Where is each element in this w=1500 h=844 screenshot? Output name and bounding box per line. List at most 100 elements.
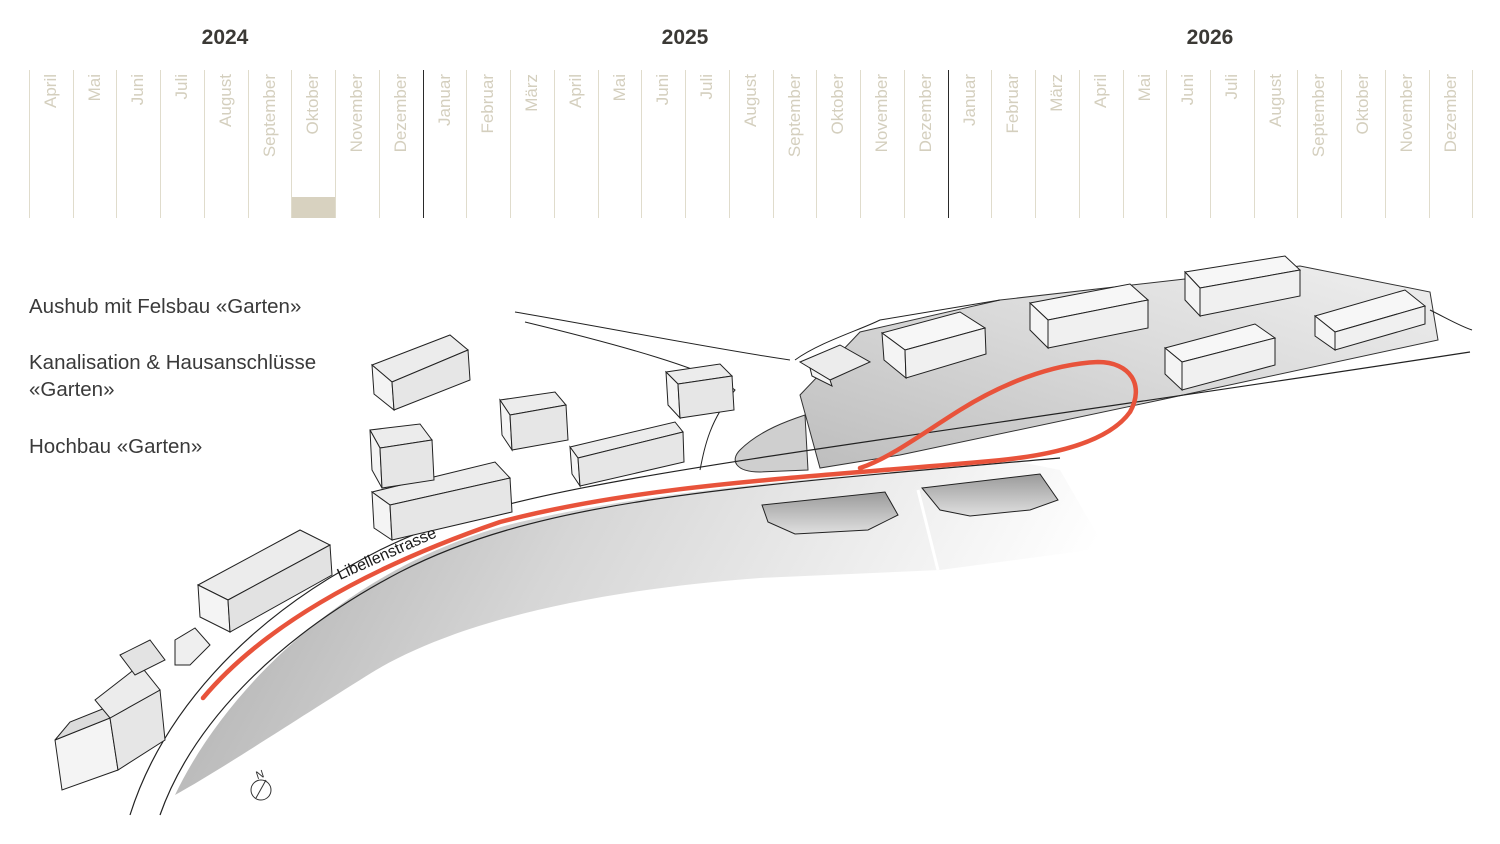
month-divider xyxy=(247,70,249,218)
month-divider xyxy=(860,70,862,218)
month-column: August xyxy=(1254,70,1298,218)
month-label: Juni xyxy=(653,74,673,106)
building-southwest-2 xyxy=(119,627,211,676)
month-column: Juni xyxy=(116,70,160,218)
month-label: September xyxy=(784,74,804,158)
month-column: September xyxy=(248,70,292,218)
month-column: September xyxy=(773,70,817,218)
new-building-4 xyxy=(1163,323,1277,392)
month-label: Dezember xyxy=(915,74,935,153)
month-column: Juli xyxy=(160,70,204,218)
month-label: Dezember xyxy=(390,74,410,153)
month-column: Mai xyxy=(1123,70,1167,218)
route-line xyxy=(200,359,1138,701)
month-label: Februar xyxy=(1003,74,1023,134)
pit-separator xyxy=(916,489,940,571)
month-column: August xyxy=(204,70,248,218)
month-divider xyxy=(1384,70,1386,218)
lawn-area xyxy=(734,414,809,473)
month-label: September xyxy=(259,74,279,158)
month-label: August xyxy=(1265,74,1285,127)
month-label: Mai xyxy=(1134,74,1154,102)
legend-item-kanalisation: Kanalisation & Hausanschlüsse «Garten» xyxy=(29,351,317,401)
month-column: September xyxy=(1297,70,1341,218)
month-column: Oktober xyxy=(291,70,335,218)
month-label: November xyxy=(872,74,892,153)
month-label: Juli xyxy=(697,74,717,100)
month-divider xyxy=(1297,70,1299,218)
new-building-3 xyxy=(1183,255,1302,318)
month-column: Dezember xyxy=(379,70,423,218)
month-column: Juni xyxy=(641,70,685,218)
month-divider xyxy=(553,70,555,218)
month-column: Dezember xyxy=(1429,70,1473,218)
month-divider xyxy=(1341,70,1343,218)
month-divider xyxy=(685,70,687,218)
month-divider xyxy=(116,70,118,218)
buildings xyxy=(54,255,1427,791)
month-label: Januar xyxy=(434,74,454,126)
month-divider xyxy=(1428,70,1430,218)
month-divider xyxy=(728,70,730,218)
legend-item-aushub: Aushub mit Felsbau «Garten» xyxy=(29,295,302,318)
month-column: Januar xyxy=(423,70,467,218)
month-column: Juli xyxy=(685,70,729,218)
month-column: Februar xyxy=(991,70,1035,218)
month-divider xyxy=(597,70,599,218)
month-divider xyxy=(1209,70,1211,218)
month-label: Juli xyxy=(1221,74,1241,100)
pit-west xyxy=(761,491,899,535)
north-arrow-icon: N xyxy=(250,768,272,801)
month-column: März xyxy=(1035,70,1079,218)
month-column: November xyxy=(1385,70,1429,218)
building-central-long xyxy=(370,461,513,541)
month-column: Juli xyxy=(1210,70,1254,218)
month-divider xyxy=(641,70,643,218)
month-divider xyxy=(947,70,949,218)
month-column: Mai xyxy=(598,70,642,218)
month-label: April xyxy=(565,74,585,109)
active-month-bar xyxy=(292,197,336,218)
side-road-1 xyxy=(514,311,791,361)
month-label: Juni xyxy=(1178,74,1198,106)
month-column: August xyxy=(729,70,773,218)
month-column: Mai xyxy=(73,70,117,218)
east-edge xyxy=(1429,309,1473,331)
building-center-small xyxy=(499,391,569,452)
month-divider xyxy=(991,70,993,218)
building-villa xyxy=(798,344,872,387)
month-divider xyxy=(72,70,74,218)
new-building-5 xyxy=(1313,289,1427,351)
month-column: April xyxy=(1079,70,1123,218)
month-divider xyxy=(903,70,905,218)
month-label: Mai xyxy=(609,74,629,102)
month-column: Januar xyxy=(948,70,992,218)
month-label: September xyxy=(1309,74,1329,158)
year-label-2024: 2024 xyxy=(201,26,249,49)
month-column: Oktober xyxy=(1341,70,1385,218)
building-southwest-1 xyxy=(54,664,166,791)
month-column: April xyxy=(554,70,598,218)
month-column: Februar xyxy=(466,70,510,218)
month-divider xyxy=(1035,70,1037,218)
month-divider xyxy=(378,70,380,218)
month-label: Mai xyxy=(84,74,104,102)
site-plan: Libellenstrasse N xyxy=(54,255,1473,816)
month-column: November xyxy=(860,70,904,218)
side-road-3 xyxy=(794,299,1001,361)
year-label-2026: 2026 xyxy=(1186,26,1234,49)
month-divider xyxy=(1166,70,1168,218)
month-divider xyxy=(335,70,337,218)
month-divider xyxy=(422,70,424,218)
street-inner-edge xyxy=(159,457,1061,816)
month-divider xyxy=(1253,70,1255,218)
month-label: März xyxy=(1047,74,1067,112)
building-north-small xyxy=(664,363,735,420)
month-label: November xyxy=(1396,74,1416,153)
month-label: Januar xyxy=(959,74,979,126)
month-label: Oktober xyxy=(1353,74,1373,135)
month-label: Oktober xyxy=(828,74,848,135)
building-center-long xyxy=(569,421,685,488)
month-divider xyxy=(29,70,30,218)
